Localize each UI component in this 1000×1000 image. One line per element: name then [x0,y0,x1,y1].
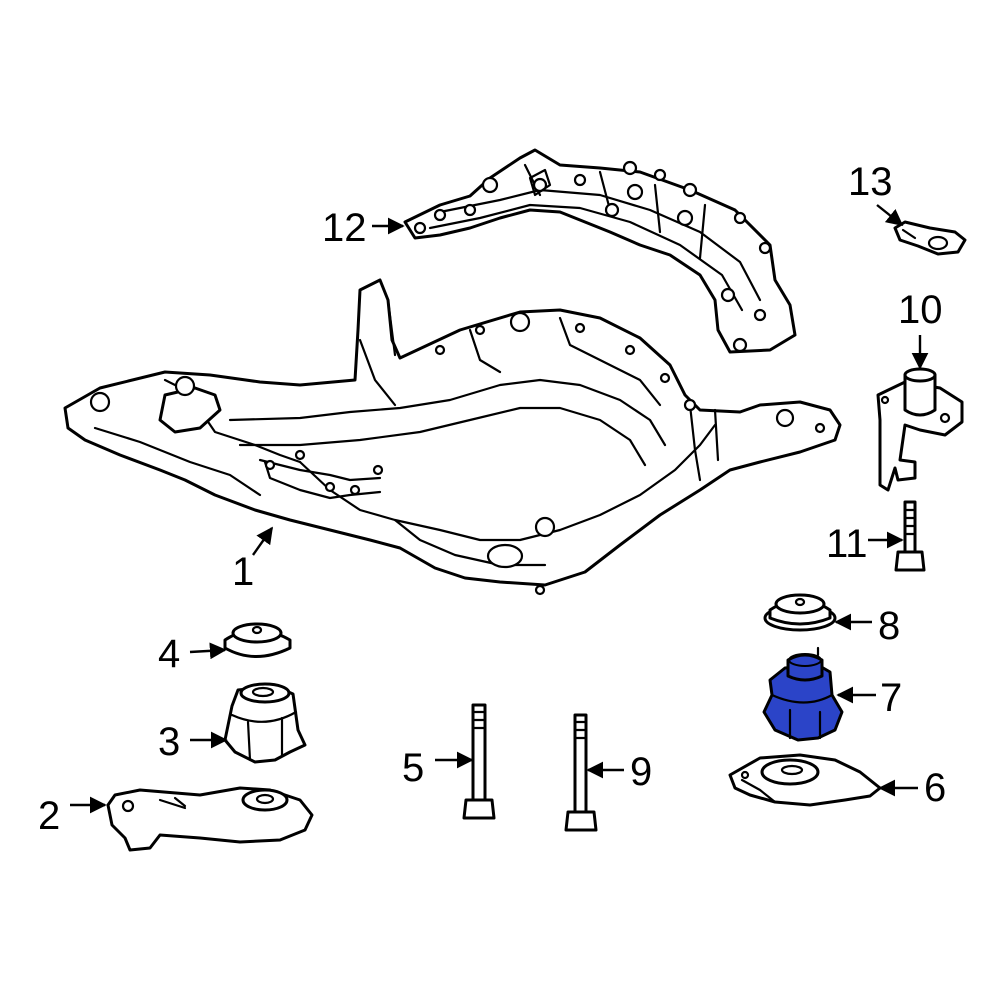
part-10-mount-bracket[interactable] [876,367,964,492]
leader-13 [876,204,904,227]
callout-13: 13 [848,160,893,204]
callout-4: 4 [158,632,181,676]
callout-11: 11 [826,522,868,566]
callout-6: 6 [924,766,947,810]
callout-7: 7 [880,676,903,720]
part-8-cushion-washer[interactable] [763,593,837,632]
callout-8: 8 [878,604,901,648]
part-4-cushion-washer[interactable] [223,622,292,658]
callout-10: 10 [898,288,943,332]
part-12-frame-brace[interactable] [403,148,797,354]
callout-9: 9 [630,750,653,794]
part-9-bolt[interactable] [564,713,598,832]
leader-4 [189,642,227,660]
leader-1 [252,526,273,556]
part-7-mount-bushing[interactable] [762,646,844,742]
part-2-mount-arm[interactable] [106,786,314,852]
callout-5: 5 [402,746,425,790]
callout-2: 2 [38,794,61,838]
part-13-bracket[interactable] [893,220,967,256]
callout-1: 1 [232,550,255,594]
callout-3: 3 [158,720,181,764]
part-6-lower-plate[interactable] [728,753,882,807]
part-11-bolt[interactable] [894,500,926,572]
part-5-bolt[interactable] [462,703,496,820]
part-1-subframe[interactable] [63,278,842,596]
part-3-mount-bushing[interactable] [223,682,307,764]
callout-12: 12 [322,206,367,250]
